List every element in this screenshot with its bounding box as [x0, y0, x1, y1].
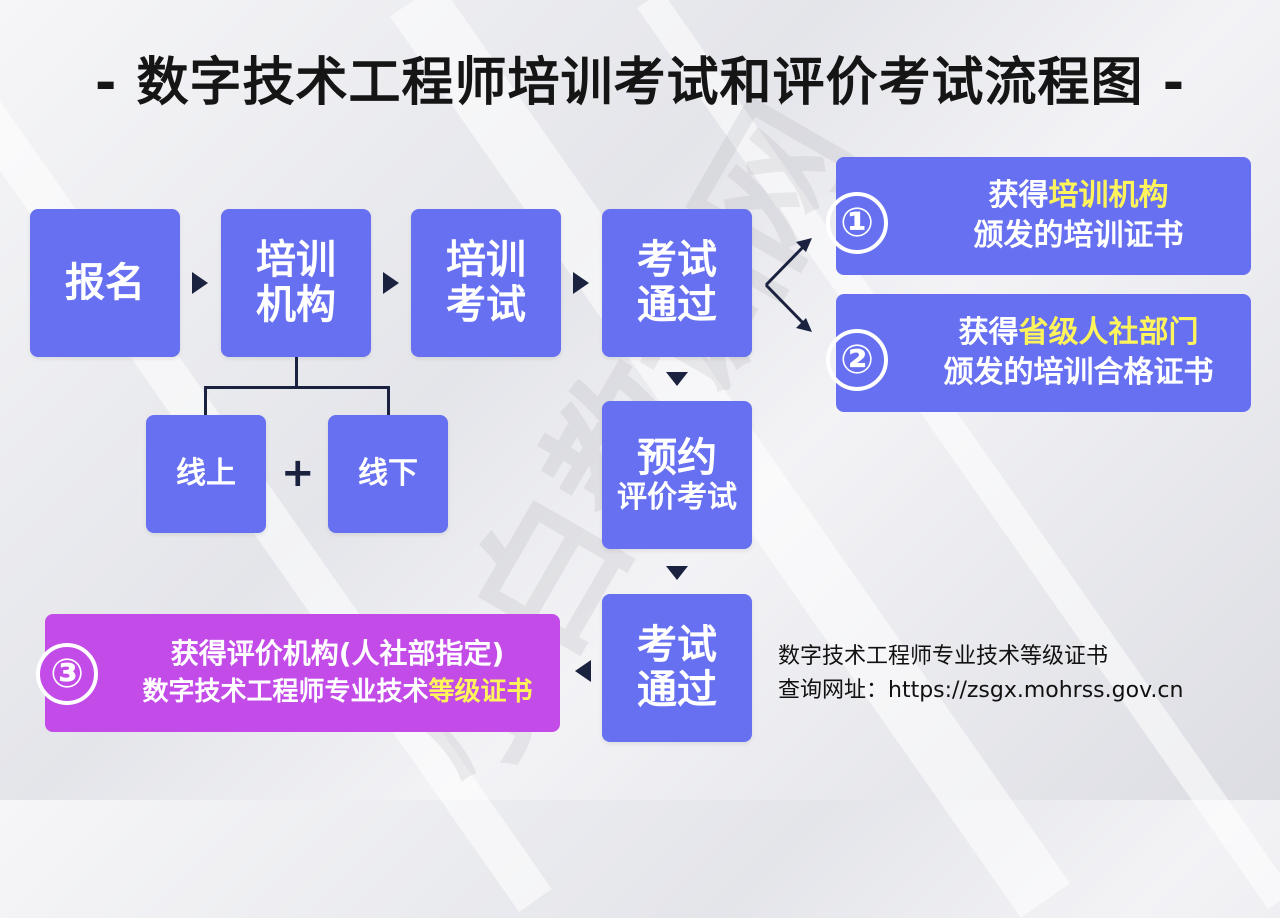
- arrow-right-icon: [383, 272, 399, 294]
- step-register: 报名: [30, 209, 180, 357]
- number-2-icon: ②: [826, 329, 888, 391]
- connector-line: [295, 357, 298, 387]
- page-title: - 数字技术工程师培训考试和评价考试流程图 -: [94, 53, 1186, 113]
- connector-line: [204, 386, 390, 389]
- arrow-down-icon: [666, 566, 688, 580]
- step-institution: 培训机构: [221, 209, 371, 357]
- step-appointment: 预约评价考试: [602, 401, 752, 549]
- certificate-info: 数字技术工程师专业技术等级证书 查询网址：https://zsgx.mohrss…: [778, 644, 1184, 703]
- plus-sign: +: [281, 450, 315, 496]
- connector-line: [387, 386, 390, 416]
- arrow-right-icon: [192, 272, 208, 294]
- arrow-right-icon: [573, 272, 589, 294]
- result-2: 获得省级人社部门 颁发的培训合格证书: [836, 294, 1251, 412]
- result-3: 获得评价机构(人社部指定) 数字技术工程师专业技术等级证书: [45, 614, 560, 732]
- fork-arrow-icon: [764, 238, 812, 332]
- connector-line: [204, 386, 207, 416]
- step-pass-2: 考试通过: [602, 594, 752, 742]
- bg-stripe: [0, 0, 552, 913]
- result-1: 获得培训机构 颁发的培训证书: [836, 157, 1251, 275]
- arrow-left-icon: [575, 660, 591, 682]
- step-training-exam: 培训考试: [411, 209, 561, 357]
- step-online: 线上: [146, 415, 266, 533]
- step-pass-1: 考试通过: [602, 209, 752, 357]
- number-3-icon: ③: [36, 643, 98, 705]
- number-1-icon: ①: [826, 192, 888, 254]
- arrow-down-icon: [666, 372, 688, 386]
- step-offline: 线下: [328, 415, 448, 533]
